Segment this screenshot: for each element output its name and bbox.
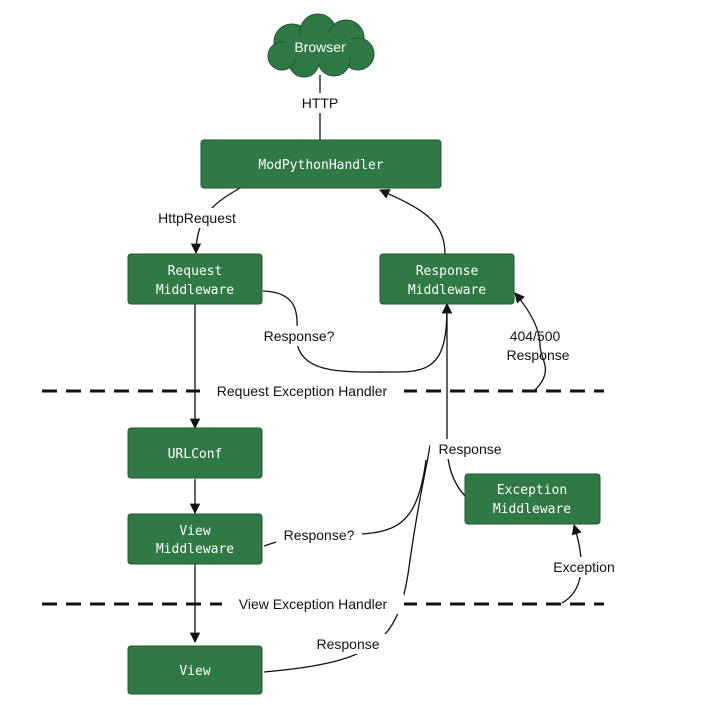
- response-middleware-label-line1: Response: [416, 264, 479, 279]
- response-mid-label: Response: [438, 441, 501, 457]
- exception-middleware-label-line2: Middleware: [493, 502, 571, 517]
- view-label: View: [179, 664, 210, 679]
- request-middleware-label-line2: Middleware: [156, 283, 234, 298]
- response-q-view-label: Response?: [284, 527, 355, 543]
- http-label: HTTP: [302, 95, 339, 111]
- browser-cloud: Browser: [267, 13, 375, 78]
- view-middleware-node: View Middleware: [127, 513, 263, 565]
- exception-middleware-node: Exception Middleware: [464, 473, 601, 525]
- response-view-label: Response: [316, 636, 379, 652]
- view-middleware-label-line2: Middleware: [156, 542, 234, 557]
- request-middleware-label-line1: Request: [168, 264, 223, 279]
- status-404-500-label: 404/500: [510, 328, 561, 344]
- request-exception-boundary-label: Request Exception Handler: [217, 383, 388, 399]
- response-middleware-node: Response Middleware: [379, 253, 515, 305]
- modpythonhandler-node: ModPythonHandler: [200, 139, 442, 189]
- httprequest-label: HttpRequest: [158, 210, 236, 226]
- view-exception-boundary-label: View Exception Handler: [239, 596, 388, 612]
- urlconf-label: URLConf: [168, 447, 223, 462]
- response-to-modpython-edge: [379, 189, 446, 255]
- exception-middleware-label-line1: Exception: [497, 483, 567, 498]
- request-response-q-edge: [262, 290, 453, 373]
- browser-label: Browser: [294, 39, 346, 55]
- status-404-500-edge: [514, 292, 547, 391]
- view-response-edge: [263, 444, 431, 673]
- exception-label: Exception: [553, 559, 614, 575]
- modpythonhandler-label: ModPythonHandler: [258, 158, 383, 173]
- urlconf-node: URLConf: [127, 427, 263, 479]
- request-middleware-node: Request Middleware: [127, 253, 263, 305]
- view-node: View: [127, 645, 263, 695]
- status-response-label: Response: [506, 347, 569, 363]
- response-q-request-label: Response?: [264, 328, 335, 344]
- view-middleware-label-line1: View: [179, 524, 210, 539]
- response-middleware-label-line2: Middleware: [408, 283, 486, 298]
